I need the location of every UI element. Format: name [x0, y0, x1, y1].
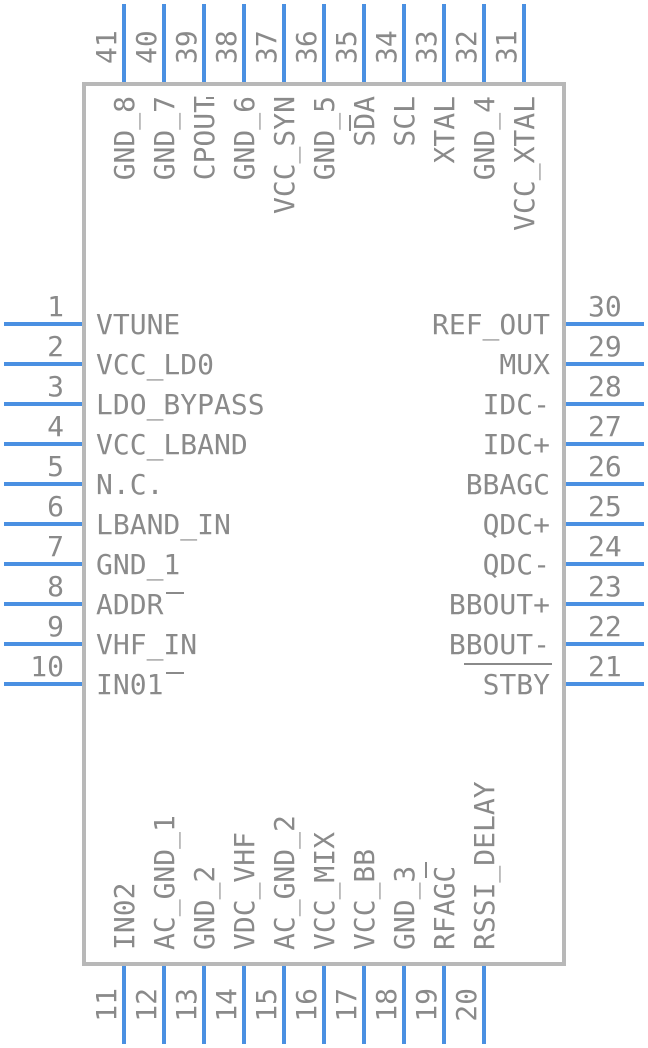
pin-label-vdc-vhf: VDC_VHF — [228, 832, 262, 950]
pin-number-27: 27 — [588, 410, 622, 443]
pin-number-31: 31 — [490, 30, 523, 64]
pin-label-rfagc: RFAGC — [428, 866, 461, 950]
pin-number-6: 6 — [47, 490, 64, 523]
pin-number-10: 10 — [30, 650, 64, 683]
pin-number-36: 36 — [290, 30, 323, 64]
pin-number-21: 21 — [588, 650, 622, 683]
pin-label-mux: MUX — [499, 348, 550, 381]
pin-label-stby: STBY — [483, 668, 551, 701]
pin-number-28: 28 — [588, 370, 622, 403]
pin-label-vcc-xtal: VCC_XTAL — [508, 96, 542, 231]
pin-label-gnd-7: GND_7 — [148, 96, 182, 180]
pin-label-xtal: XTAL — [428, 96, 461, 163]
pin-lines — [4, 4, 644, 1044]
pin-number-23: 23 — [588, 570, 622, 603]
pin-number-30: 30 — [588, 290, 622, 323]
pin-label-addr: ADDR — [96, 588, 164, 621]
pin-label-sda: SDA — [348, 96, 381, 147]
pin-label-vtune: VTUNE — [96, 308, 180, 341]
pin-number-5: 5 — [47, 450, 64, 483]
pin-number-19: 19 — [410, 988, 443, 1022]
chip-body — [82, 82, 566, 966]
pin-label-qdc: QDC+ — [483, 508, 550, 541]
pin-number-14: 14 — [210, 988, 243, 1022]
pin-number-26: 26 — [588, 450, 622, 483]
pin-number-35: 35 — [330, 30, 363, 64]
pin-number-9: 9 — [47, 610, 64, 643]
pin-number-40: 40 — [130, 30, 163, 64]
pin-number-16: 16 — [290, 988, 323, 1022]
pin-label-in02: IN02 — [108, 883, 141, 950]
pin-label-vcc-bb: VCC_BB — [348, 849, 382, 950]
pin-label-bbagc: BBAGC — [466, 468, 550, 501]
pin-number-2: 2 — [47, 330, 64, 363]
pin-label-scl: SCL — [388, 96, 421, 147]
pin-label-lband-in: LBAND_IN — [96, 508, 231, 542]
pin-number-24: 24 — [588, 530, 622, 563]
pin-number-22: 22 — [588, 610, 622, 643]
pin-label-gnd-5: GND_5 — [308, 96, 342, 180]
pin-label-idc: IDC- — [483, 388, 550, 421]
pin-label-bbout: BBOUT- — [449, 628, 550, 661]
pin-number-15: 15 — [250, 988, 283, 1022]
pin-number-34: 34 — [370, 30, 403, 64]
pin-number-37: 37 — [250, 30, 283, 64]
pin-label-in01: IN01 — [96, 668, 163, 701]
pin-label-gnd-4: GND_4 — [468, 96, 502, 180]
pin-number-32: 32 — [450, 30, 483, 64]
pin-label-vcc-syn: VCC_SYN — [268, 96, 302, 214]
pin-number-13: 13 — [170, 988, 203, 1022]
pin-label-ldo-bypass: LDO_BYPASS — [96, 388, 265, 422]
pin-number-11: 11 — [90, 988, 123, 1022]
pin-number-7: 7 — [47, 530, 64, 563]
pin-label-gnd-1: GND_1 — [96, 548, 180, 582]
pin-label-gnd-2: GND_2 — [188, 866, 222, 950]
pin-label-gnd-8: GND_8 — [108, 96, 142, 180]
pin-label-rssi-delay: RSSI_DELAY — [468, 781, 502, 950]
pin-label-vcc-lband: VCC_LBAND — [96, 428, 248, 462]
pin-label-bbout: BBOUT+ — [449, 588, 550, 621]
pin-number-39: 39 — [170, 30, 203, 64]
pin-label-gnd-6: GND_6 — [228, 96, 262, 180]
pin-number-38: 38 — [210, 30, 243, 64]
pin-label-ac-gnd-1: AC_GND_1 — [148, 815, 182, 950]
pin-label-vcc-ld0: VCC_LD0 — [96, 348, 214, 382]
pin-label-n-c: N.C. — [96, 468, 163, 501]
pin-number-33: 33 — [410, 30, 443, 64]
pin-label-gnd-3: GND_3 — [388, 866, 422, 950]
pin-label-cpout: CPOUT — [188, 96, 221, 180]
pin-number-18: 18 — [370, 988, 403, 1022]
pin-label-ref-out: REF_OUT — [432, 308, 550, 342]
pin-number-41: 41 — [90, 30, 123, 64]
pin-label-ac-gnd-2: AC_GND_2 — [268, 815, 302, 950]
pin-number-25: 25 — [588, 490, 622, 523]
pin-label-vcc-mix: VCC_MIX — [308, 832, 342, 950]
pin-number-3: 3 — [47, 370, 64, 403]
pin-label-qdc: QDC- — [483, 548, 550, 581]
pin-number-20: 20 — [450, 988, 483, 1022]
pin-label-vhf-in: VHF_IN — [96, 628, 197, 662]
pin-number-17: 17 — [330, 988, 363, 1022]
pin-number-8: 8 — [47, 570, 64, 603]
pin-label-idc: IDC+ — [483, 428, 550, 461]
pin-number-29: 29 — [588, 330, 622, 363]
pin-number-12: 12 — [130, 988, 163, 1022]
pin-number-4: 4 — [47, 410, 64, 443]
pin-number-1: 1 — [47, 290, 64, 323]
